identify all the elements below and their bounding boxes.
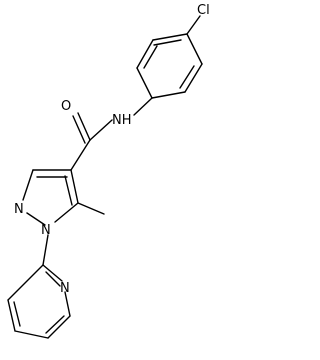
carbonyl-ring-bond <box>70 139 91 171</box>
pyrazole-n2-label: N <box>14 202 24 217</box>
chlorophenyl-ring <box>136 33 203 99</box>
oxygen-label: O <box>61 99 71 114</box>
aryl-n-bond <box>133 97 153 116</box>
carbonyl-double-bond-b <box>72 115 86 144</box>
methyl-bond <box>77 202 105 215</box>
molecule-canvas: Cl NH O N N N <box>7 3 210 339</box>
n-carbonyl-bond <box>89 119 113 141</box>
pyrazole-pyridine-bond <box>42 234 49 266</box>
pyrazole-n1-label: N <box>41 223 51 238</box>
c-cl-bond <box>186 15 201 35</box>
carbonyl-double-bond-a <box>77 112 91 141</box>
pyridine-ring <box>7 264 71 339</box>
structure-drawing: Cl NH O N N N <box>7 3 210 339</box>
nh-label: NH <box>112 113 132 128</box>
pyridine-n-label: N <box>60 281 70 296</box>
pyrazole-ring <box>22 169 79 226</box>
chlorine-label: Cl <box>197 3 210 18</box>
